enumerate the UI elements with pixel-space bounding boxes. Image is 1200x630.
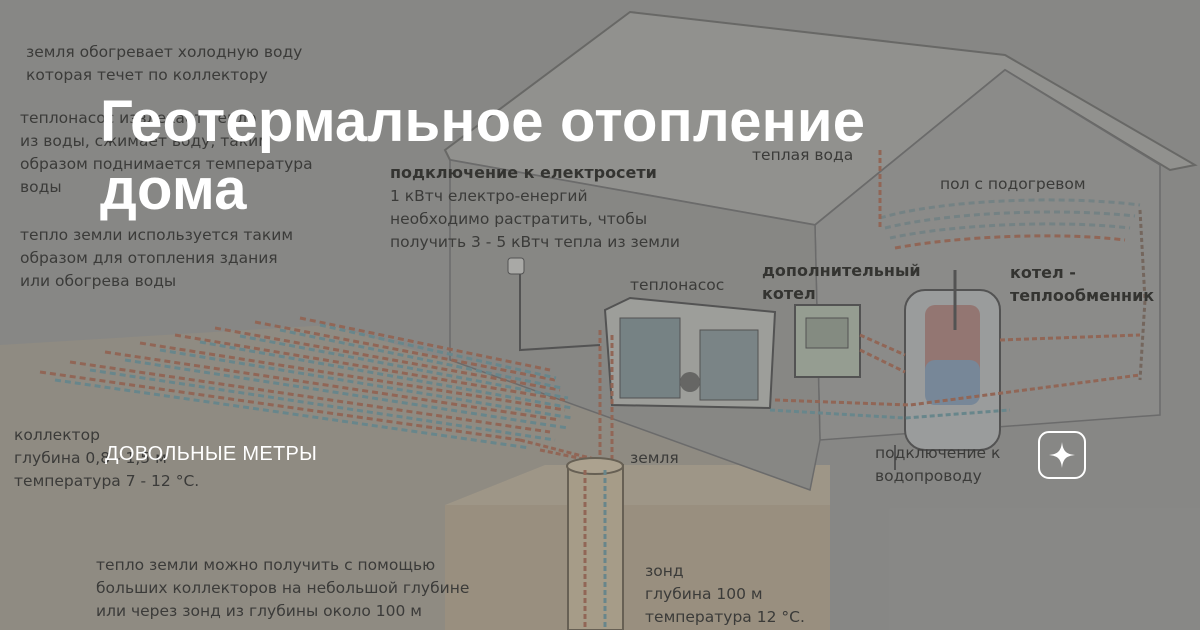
label-earth-heats-1: земля обогревает холодную воду <box>26 43 302 61</box>
label-probe-2: глубина 100 м <box>645 585 763 603</box>
label-pump-1: теплонасос извлекает тепло <box>20 109 257 127</box>
pipe-network <box>519 150 1141 470</box>
label-pump-3: образом поднимается температура <box>20 155 313 173</box>
label-probe-note-1: тепло земли можно получить с помощью <box>96 556 435 574</box>
article-title[interactable]: Геотермальное отопление дома <box>100 88 1000 224</box>
label-extra-boiler-1: дополнительный <box>762 261 921 280</box>
label-boiler-exchanger-1: котел - <box>1010 263 1076 282</box>
label-heat-use-3: или обогрева воды <box>20 272 176 290</box>
floor-heating-coil <box>879 198 1147 381</box>
article-title-line-2: дома <box>100 157 247 222</box>
label-boiler-exchanger-2: теплообменник <box>1010 286 1154 305</box>
label-heat-use-2: образом для отопления здания <box>20 249 278 267</box>
label-probe-1: зонд <box>645 562 684 580</box>
extra-boiler <box>794 304 861 378</box>
label-probe-note-3: или через зонд из глубины около 100 м <box>96 602 422 620</box>
label-electric-2: 1 кВтч електро-енергий <box>390 187 588 205</box>
heat-pump-unit <box>603 296 777 410</box>
diagram-labels: земля обогревает холодную воду которая т… <box>14 43 1154 626</box>
label-electric-3: необходимо растратить, чтобы <box>390 210 647 228</box>
horizontal-collector <box>39 316 613 467</box>
boiler-heat-exchanger <box>904 270 1001 451</box>
label-heat-pump: теплонасос <box>630 276 724 294</box>
label-pump-4: воды <box>20 178 62 196</box>
label-collector-1: коллектор <box>14 426 100 444</box>
label-electric-4: получить 3 - 5 кВтч тепла из земли <box>390 233 680 251</box>
label-collector-2: глубина 0,8 - 1,5 м <box>14 449 167 467</box>
label-extra-boiler-2: котел <box>762 284 816 303</box>
power-outlet <box>507 257 525 275</box>
label-heat-use-1: тепло земли используется таким <box>20 226 293 244</box>
label-collector-3: температура 7 - 12 °C. <box>14 472 199 490</box>
label-probe-3: температура 12 °C. <box>645 608 805 626</box>
label-floor-heat: пол с подогревом <box>940 175 1086 193</box>
channel-name[interactable]: ДОВОЛЬНЫЕ МЕТРЫ <box>105 443 318 465</box>
label-earth-heats-2: которая течет по коллектору <box>26 66 268 84</box>
label-water-supply-1: подключение к <box>875 444 1000 462</box>
label-earth: земля <box>630 449 679 467</box>
label-electric-1: подключение к електросети <box>390 163 657 182</box>
article-title-line-1: Геотермальное отопление <box>100 89 866 154</box>
vertical-probe <box>566 457 624 630</box>
label-warm-water: теплая вода <box>752 146 853 164</box>
label-probe-note-2: больших коллекторов на небольшой глубине <box>96 579 469 597</box>
ground-section-front <box>445 505 830 630</box>
platform-logo <box>1038 431 1086 479</box>
label-water-supply-2: водопроводу <box>875 467 982 485</box>
four-point-star-icon <box>1049 442 1075 468</box>
label-pump-2: из воды, сжимает воду, таким <box>20 132 270 150</box>
ground-section-side <box>445 465 830 505</box>
